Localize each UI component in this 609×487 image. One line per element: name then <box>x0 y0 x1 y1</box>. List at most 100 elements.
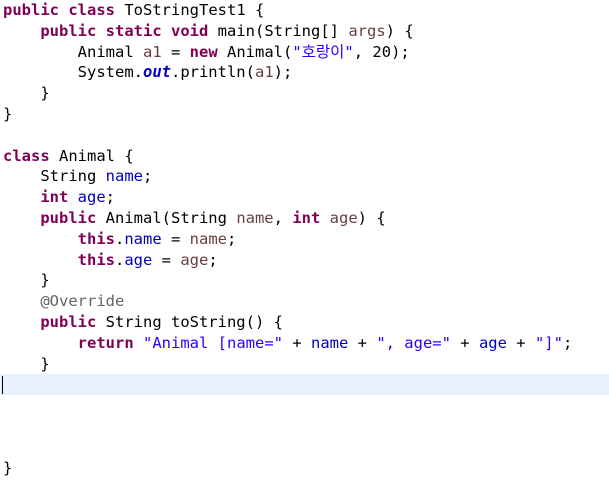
code-token: name <box>310 333 349 352</box>
code-token: ); <box>273 63 293 82</box>
code-token: Animal <box>3 42 143 61</box>
code-token: this <box>77 250 115 269</box>
code-token: name <box>236 208 274 227</box>
code-line[interactable]: public class ToStringTest1 { <box>3 0 609 21</box>
code-token: ", age=" <box>376 333 451 352</box>
code-token: + <box>506 333 535 352</box>
code-token: } <box>3 84 50 103</box>
code-token: .println( <box>170 63 255 82</box>
code-token: "Animal [name=" <box>143 333 283 352</box>
code-token: = <box>152 250 181 269</box>
code-token: + <box>450 333 479 352</box>
code-token: name <box>124 229 162 248</box>
code-token <box>3 334 78 352</box>
code-token <box>134 334 143 352</box>
code-token: class <box>68 1 116 19</box>
code-line[interactable]: @Override <box>3 291 609 312</box>
code-line[interactable]: return "Animal [name=" + name + ", age="… <box>3 333 609 354</box>
code-line[interactable]: public static void main(String[] args) { <box>3 21 609 42</box>
code-line[interactable]: class Animal { <box>3 146 609 167</box>
code-token: ; <box>226 229 237 248</box>
code-token: public <box>40 208 97 227</box>
code-line[interactable]: this.age = age; <box>3 250 609 271</box>
code-token: } <box>3 104 13 123</box>
code-token <box>3 251 78 269</box>
code-line[interactable]: ​ <box>3 416 609 437</box>
code-token: age <box>180 250 209 269</box>
code-token: public <box>3 1 59 19</box>
code-token: age <box>77 188 106 207</box>
code-line[interactable]: System.out.println(a1); <box>3 62 609 83</box>
code-token: name <box>105 167 143 186</box>
code-token: out <box>142 63 171 82</box>
code-token: , 20); <box>353 42 410 61</box>
code-token <box>162 22 171 40</box>
code-token: int <box>40 188 69 207</box>
code-token <box>68 188 77 206</box>
code-token: = <box>161 229 190 248</box>
code-token <box>3 230 78 248</box>
code-line[interactable]: String name; <box>3 166 609 187</box>
code-token: @Override <box>40 292 125 311</box>
code-token: String <box>3 167 106 186</box>
code-token: ; <box>105 188 116 207</box>
code-token: + <box>282 333 311 352</box>
code-token: main(String[] <box>208 21 349 40</box>
code-token <box>320 209 329 227</box>
code-line[interactable]: } <box>3 270 609 291</box>
current-line[interactable]: ​ <box>0 374 609 396</box>
code-token: return <box>77 333 134 352</box>
code-token: new <box>189 42 218 61</box>
code-line[interactable]: ​ <box>3 125 609 146</box>
code-line[interactable]: } <box>3 458 609 479</box>
code-line[interactable]: } <box>3 104 609 125</box>
code-token: ; <box>562 333 573 352</box>
code-token: a1 <box>142 42 162 61</box>
code-token: "호랑이" <box>292 42 354 61</box>
code-token <box>3 209 40 227</box>
code-token: public <box>40 312 97 331</box>
code-token: . <box>114 229 125 248</box>
code-line[interactable]: } <box>3 83 609 104</box>
code-line[interactable]: this.name = name; <box>3 229 609 250</box>
code-token <box>3 292 40 310</box>
code-token: + <box>348 333 377 352</box>
code-token <box>3 188 40 206</box>
code-token: a1 <box>254 63 274 82</box>
code-line[interactable]: ​ <box>3 395 609 416</box>
code-token: } <box>3 271 50 290</box>
code-token: Animal(String <box>96 208 237 227</box>
code-line[interactable]: public Animal(String name, int age) { <box>3 208 609 229</box>
code-token <box>59 1 68 19</box>
code-token: "]" <box>534 333 563 352</box>
code-token: args <box>348 21 386 40</box>
code-token: age <box>329 208 358 227</box>
code-line[interactable]: int age; <box>3 187 609 208</box>
code-token: ToStringTest1 { <box>115 1 265 19</box>
code-token: Animal( <box>217 42 293 61</box>
code-token: age <box>124 250 153 269</box>
code-token: = <box>161 42 190 61</box>
code-token: , <box>273 208 293 227</box>
code-token: void <box>171 21 209 40</box>
code-line[interactable]: Animal a1 = new Animal("호랑이", 20); <box>3 42 609 63</box>
code-token: System. <box>3 63 143 82</box>
code-token: name <box>189 229 227 248</box>
code-token <box>3 22 40 40</box>
code-token: } <box>3 458 13 477</box>
code-token: ) { <box>385 21 414 40</box>
code-line[interactable]: ​ <box>3 437 609 458</box>
code-line[interactable]: } <box>3 354 609 375</box>
code-token: ) { <box>357 208 386 227</box>
code-line[interactable]: public String toString() { <box>3 312 609 333</box>
code-token: String toString() { <box>96 312 283 331</box>
code-token: . <box>114 250 125 269</box>
code-token: int <box>292 208 321 227</box>
code-token: age <box>478 333 507 352</box>
code-token <box>96 22 105 40</box>
code-token: class <box>3 146 50 165</box>
code-token: Animal { <box>49 146 134 165</box>
code-token: ; <box>208 250 218 269</box>
